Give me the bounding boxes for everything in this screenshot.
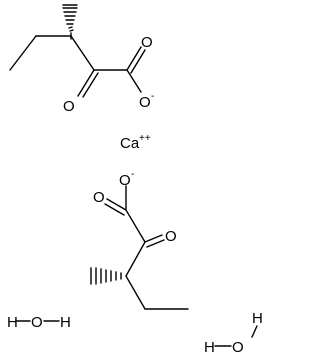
top-bond-keto-c-o-2 — [82, 72, 99, 98]
bottom-bond-keto-c-o-2 — [146, 239, 165, 248]
bottom-carboxyl-oxygen-double: O — [93, 189, 105, 206]
top-bond-chiral-carbonyl — [70, 35, 95, 71]
top-bond-ch3-ch2 — [9, 35, 37, 71]
calcium-cation: Ca ++ — [120, 133, 151, 152]
water-molecule-1: H O H — [7, 314, 71, 331]
bottom-bond-carboxyl-keto — [125, 209, 146, 243]
water-1-hydrogen-left: H — [7, 314, 18, 331]
top-carboxyl-oxygen-double: O — [141, 34, 153, 51]
water-molecule-2: H H O — [204, 310, 263, 356]
bottom-bond-carboxyl-c-o-1 — [106, 198, 127, 211]
water-2-bond-o-h-top — [251, 325, 258, 338]
top-keto-oxygen: O — [63, 98, 75, 115]
bottom-bond-carboxyl-c-o-2 — [104, 203, 125, 216]
water-1-oxygen: O — [31, 314, 43, 331]
water-2-hydrogen-top: H — [252, 310, 263, 327]
bottom-anion-charge: - — [131, 169, 134, 180]
calcium-charge: ++ — [139, 133, 151, 144]
water-1-hydrogen-right: H — [60, 314, 71, 331]
chemical-structure-diagram: O O O - Ca ++ — [7, 4, 263, 356]
top-bond-carboxyl-c-o-2 — [130, 49, 146, 74]
bottom-bond-chiral-ch2 — [125, 275, 146, 310]
bottom-keto-oxygen: O — [165, 228, 177, 245]
bottom-carboxyl-oxygen-single: O — [119, 172, 131, 189]
bottom-bond-keto-chiral — [125, 241, 146, 277]
top-carboxyl-oxygen-single: O — [139, 94, 151, 111]
top-anion: O O O - — [9, 4, 154, 115]
top-bond-carboxyl-c-ominus — [126, 69, 142, 93]
water-2-hydrogen-left: H — [204, 339, 215, 356]
top-hashed-wedge-methyl — [62, 4, 78, 40]
top-bond-carboxyl-c-o-1 — [126, 46, 142, 71]
calcium-symbol: Ca — [120, 135, 140, 152]
water-2-oxygen: O — [232, 339, 244, 356]
bottom-anion: O - O O — [90, 169, 189, 310]
bottom-hashed-wedge-methyl — [90, 267, 122, 285]
top-bond-keto-c-o-1 — [77, 69, 95, 97]
bottom-bond-keto-c-o-1 — [144, 234, 163, 243]
top-anion-charge: - — [151, 91, 154, 102]
